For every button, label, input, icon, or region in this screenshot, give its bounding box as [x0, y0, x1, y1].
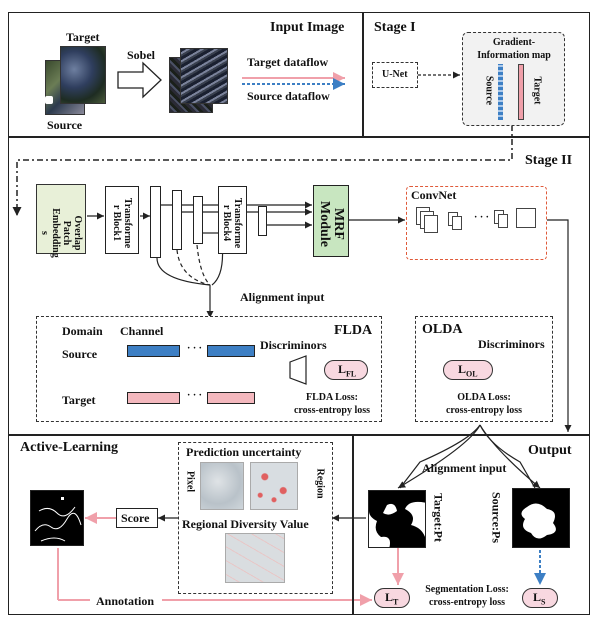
- output-panel: [353, 435, 590, 615]
- conv-output-layer: [516, 208, 536, 228]
- target-feature-bar-1: [127, 392, 180, 404]
- target-bar: [518, 64, 524, 120]
- ls-sub: S: [541, 597, 546, 607]
- overlap-patch-embedding-box: [36, 184, 86, 254]
- target-label: Target: [66, 30, 100, 44]
- lt-loss-symbol: LT: [385, 590, 398, 606]
- alignment-input-label: Alignment input: [240, 290, 325, 304]
- conv-dots: · · ·: [474, 212, 490, 223]
- mrf-module: [313, 185, 349, 257]
- stage2-panel: [8, 137, 590, 435]
- lt-loss-pill: [374, 588, 410, 608]
- olda-loss-sub: OL: [466, 369, 478, 379]
- region-label: Region: [314, 468, 326, 499]
- lt-sub: T: [393, 597, 399, 607]
- target-prediction-image: [368, 490, 426, 548]
- gradient-target-label: Target: [531, 76, 543, 105]
- prediction-uncertainty-label: Prediction uncertainty: [186, 445, 302, 459]
- olda-loss-text: OLDA Loss: cross-entropy loss: [445, 392, 523, 416]
- olda-discriminators-label: Discriminors: [478, 337, 545, 351]
- score-label: Score: [121, 511, 150, 525]
- unet-label: U-Net: [382, 69, 408, 80]
- flda-loss-pill: [324, 360, 368, 380]
- target-feature-bar-2: [207, 392, 255, 404]
- regional-diversity-image: [225, 533, 285, 583]
- region-uncertainty-image: [250, 462, 298, 510]
- ls-loss-pill: [522, 588, 558, 608]
- target-dataflow-label: Target dataflow: [247, 55, 329, 69]
- source-feature-bar-1: [127, 345, 180, 357]
- gradient-map-box: [462, 32, 565, 126]
- flda-title: FLDA: [334, 323, 373, 338]
- stage1-panel: [363, 12, 590, 137]
- active-learning-title: Active-Learning: [20, 440, 118, 455]
- input-image-panel: [8, 12, 363, 137]
- flda-loss-symbol: LFL: [338, 362, 356, 378]
- conv-layer-3b: [498, 214, 508, 228]
- olda-loss-sym: L: [458, 362, 467, 376]
- target-pt-label: Target:Pt: [431, 493, 446, 542]
- unet-box: [372, 62, 418, 88]
- flda-target-label: Target: [62, 393, 96, 407]
- source-label: Source: [47, 118, 83, 132]
- ls-loss-symbol: LS: [533, 590, 545, 606]
- active-learning-panel: [8, 435, 353, 615]
- score-box: [116, 508, 158, 528]
- sobel-label: Sobel: [127, 48, 156, 62]
- olda-loss-symbol: LOL: [458, 362, 478, 378]
- flda-domain-label: Domain: [62, 324, 103, 338]
- source-ps-label: Source:Ps: [489, 491, 504, 544]
- feature-map-3: [193, 196, 203, 244]
- lt-sym: L: [385, 590, 394, 604]
- stage1-title: Stage I: [374, 20, 416, 35]
- source-prediction-image: [512, 488, 570, 548]
- conv-layer-2b: [452, 216, 462, 230]
- output-title: Output: [528, 443, 572, 458]
- pixel-uncertainty-image: [200, 462, 244, 510]
- olda-title: OLDA: [422, 322, 463, 337]
- target-dots: · · ·: [187, 390, 203, 401]
- source-bar: [498, 64, 503, 120]
- source-dots: · · ·: [187, 343, 203, 354]
- flda-source-label: Source: [62, 347, 98, 361]
- annotation-mask-image: [30, 490, 84, 546]
- transformer-block4: [218, 186, 247, 254]
- flda-channel-label: Channel: [120, 324, 164, 338]
- input-image-title: Input Image: [270, 20, 345, 35]
- annotation-label: Annotation: [96, 594, 155, 608]
- ls-sym: L: [533, 590, 542, 604]
- convnet-label: ConvNet: [411, 188, 457, 202]
- flda-discriminators-label: Discriminors: [260, 338, 327, 352]
- regional-diversity-label: Regional Diversity Value: [182, 517, 309, 531]
- target-satellite-image: [60, 46, 106, 104]
- output-alignment-input-label: Alignment input: [422, 461, 507, 475]
- feature-map-2: [172, 190, 182, 250]
- image-highlight: [45, 96, 53, 104]
- olda-loss-pill: [443, 360, 493, 380]
- segmentation-loss-text: Segmentation Loss: cross-entropy loss: [425, 584, 509, 608]
- source-dataflow-label: Source dataflow: [247, 89, 330, 103]
- stage2-title: Stage II: [525, 153, 573, 168]
- gradient-source-label: Source: [483, 75, 495, 106]
- transformer-block1-label: Transforme r Block1: [111, 197, 133, 249]
- mrf-module-label: MRF Module: [317, 201, 346, 247]
- transformer-block1: [105, 186, 139, 254]
- conv-layer-1c: [424, 215, 438, 233]
- flda-loss-sub: FL: [346, 369, 357, 379]
- source-feature-bar-2: [207, 345, 255, 357]
- transformer-block4-label: Transforme r Block4: [221, 197, 243, 249]
- pixel-label: Pixel: [184, 470, 196, 493]
- flda-loss-text: FLDA Loss: cross-entropy loss: [293, 392, 371, 416]
- feature-map-1: [150, 186, 161, 258]
- gradient-map-label: Gradient- Information map: [477, 37, 551, 61]
- sobel-image-front: [180, 48, 228, 104]
- overlap-patch-label: Overlap Patch Embedding s: [39, 208, 83, 258]
- flda-loss-sym: L: [338, 362, 347, 376]
- stage2-return-line: [12, 125, 513, 216]
- feature-map-4: [258, 206, 267, 236]
